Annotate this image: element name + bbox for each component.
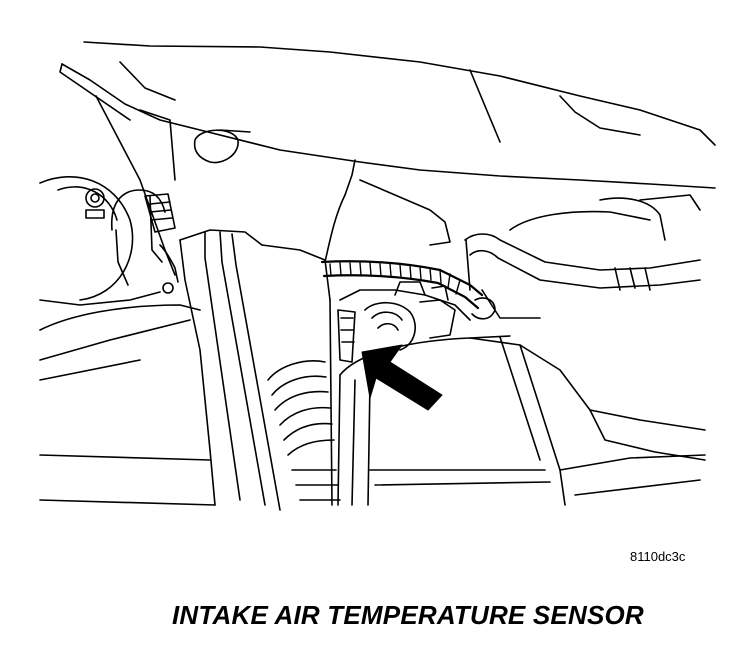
hood-outline [59,41,716,196]
figure-caption: INTAKE AIR TEMPERATURE SENSOR [172,600,644,630]
fender-strut-tower [39,95,239,381]
intake-duct [267,299,341,506]
left-wire-harness [111,189,179,294]
upper-wire-harness [320,260,484,310]
radiator-shroud [179,229,331,511]
intake-components [337,281,471,363]
upper-hose [324,179,701,320]
sensor-pointer-arrow [361,344,443,411]
air-cleaner-housing [337,335,706,506]
air-box-left [39,304,216,506]
figure-reference-code: 8110dc3c [630,549,686,564]
